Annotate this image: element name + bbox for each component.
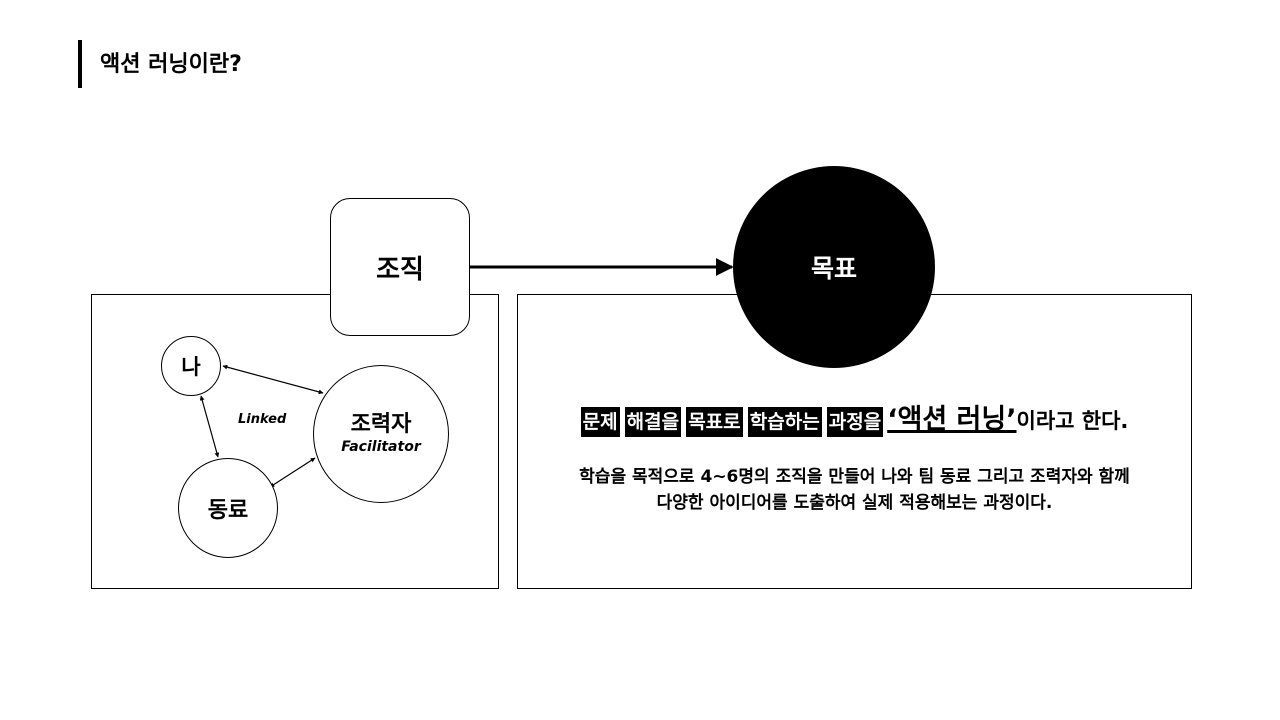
action-learning-term: ‘액션 러닝’ [887,404,1017,435]
node-peer-label: 동료 [207,498,249,523]
linked-label: Linked [238,412,287,427]
description-line-1: 학습을 목적으로 4~6명의 조직을 만들어 나와 팀 동료 그리고 조력자와 … [579,467,1130,487]
definition-headline: 문제 해결을 목표로 학습하는 과정을‘액션 러닝’이라고 한다. [517,397,1192,437]
highlight-word: 과정을 [826,407,884,437]
goal-circle: 목표 [733,166,935,368]
highlight-word: 해결을 [624,407,682,437]
highlight-word: 학습하는 [747,407,822,437]
definition-tail: 이라고 한다. [1016,409,1129,433]
slide-title: 액션 러닝이란? [100,52,242,77]
node-facilitator: 조력자 Facilitator [313,365,449,503]
node-peer: 동료 [178,458,278,558]
node-me-label: 나 [181,355,201,379]
description-line-2: 다양한 아이디어를 도출하여 실제 적용해보는 과정이다. [656,493,1053,513]
title-accent-bar [78,40,82,88]
goal-label: 목표 [810,254,857,283]
node-facilitator-label: 조력자 [350,412,412,437]
organization-box: 조직 [330,198,470,336]
organization-label: 조직 [376,254,424,285]
highlight-word: 문제 [580,407,620,437]
highlight-word: 목표로 [686,407,743,437]
node-facilitator-sublabel: Facilitator [341,439,421,455]
node-me: 나 [161,336,221,396]
definition-description: 학습을 목적으로 4~6명의 조직을 만들어 나와 팀 동료 그리고 조력자와 … [517,464,1192,516]
